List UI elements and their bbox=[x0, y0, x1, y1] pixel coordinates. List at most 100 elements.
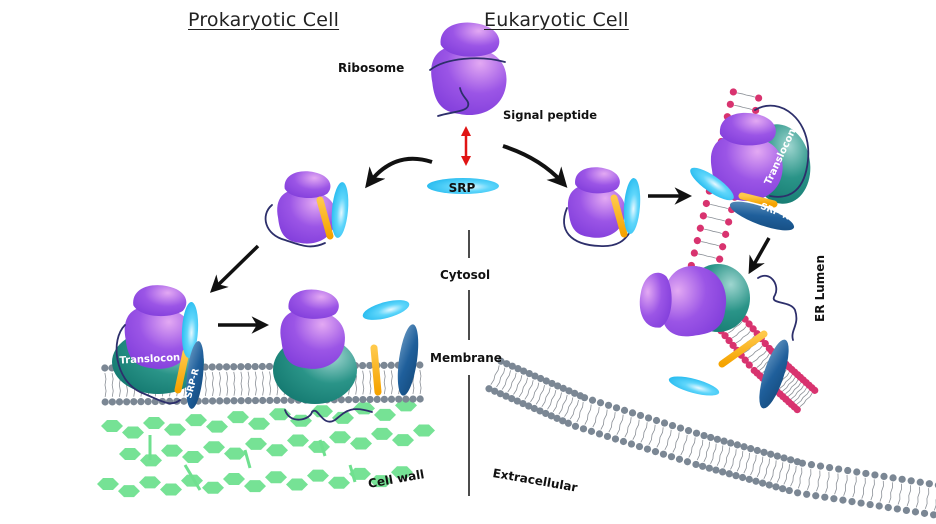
lipid-head bbox=[595, 430, 604, 438]
lipid-head bbox=[740, 443, 748, 451]
arrow-to-prokaryotic bbox=[365, 156, 433, 189]
lipid-tail bbox=[737, 92, 755, 98]
signal-peptide bbox=[174, 348, 190, 394]
lipid-head bbox=[780, 454, 788, 462]
sugar-unit bbox=[245, 437, 267, 450]
srp-particle bbox=[668, 376, 720, 396]
lipid-tail bbox=[770, 460, 777, 481]
peptidoglycan-strand bbox=[119, 424, 435, 467]
lipid-tail bbox=[707, 216, 725, 222]
lipid-head bbox=[884, 503, 892, 512]
lipid-head bbox=[230, 363, 238, 371]
lipid-tail bbox=[362, 370, 365, 395]
lipid-head bbox=[853, 468, 861, 476]
lipid-head bbox=[652, 416, 661, 425]
lipid-head bbox=[719, 243, 727, 251]
srp-receptor bbox=[186, 341, 204, 409]
lipid-tail bbox=[419, 370, 422, 394]
lipid-head bbox=[387, 361, 395, 369]
polypeptide-chain bbox=[754, 104, 810, 198]
lipid-head bbox=[402, 395, 410, 403]
sugar-unit bbox=[332, 411, 354, 424]
lipid-tail bbox=[219, 371, 222, 396]
sugar-unit bbox=[101, 420, 123, 432]
lipid-head bbox=[611, 435, 620, 443]
lipid-tail bbox=[704, 228, 722, 234]
lipid-head bbox=[564, 419, 572, 427]
lipid-head bbox=[395, 395, 403, 403]
peptide-crosslink bbox=[348, 464, 357, 483]
lipid-tail bbox=[696, 439, 704, 461]
lipid-head bbox=[866, 500, 874, 509]
lipid-head bbox=[571, 389, 579, 397]
lipid-tail bbox=[750, 454, 757, 476]
sugar-unit bbox=[328, 476, 350, 489]
lipid-head bbox=[513, 397, 521, 405]
lipid-head bbox=[612, 404, 621, 412]
lipid-tail bbox=[552, 392, 562, 412]
lipid-head bbox=[273, 396, 281, 404]
lipid-tail bbox=[535, 385, 545, 405]
lipid-head bbox=[497, 357, 505, 365]
lipid-head bbox=[755, 94, 763, 102]
translocon-label-prokaryotic: Translocon bbox=[119, 352, 180, 366]
lipid-head bbox=[811, 386, 819, 394]
signal-peptide bbox=[316, 196, 334, 240]
lipid-head bbox=[244, 363, 252, 371]
prokaryotic-srp-bound-ribosome bbox=[264, 171, 349, 248]
lipid-head bbox=[373, 395, 381, 404]
sugar-unit bbox=[119, 448, 141, 460]
lipid-tail bbox=[513, 375, 523, 395]
lipid-tail bbox=[269, 371, 272, 396]
lipid-tail bbox=[897, 483, 902, 505]
lipid-head bbox=[208, 363, 216, 371]
lipid-head bbox=[693, 237, 701, 245]
ribosome-large-subunit bbox=[280, 309, 346, 369]
lipid-tail bbox=[723, 447, 730, 468]
signal-peptide bbox=[370, 344, 382, 396]
lipid-head bbox=[725, 336, 733, 345]
lipid-head bbox=[580, 394, 589, 402]
eukaryotic-er-docking-complex bbox=[690, 104, 811, 231]
lipid-head bbox=[280, 396, 288, 404]
lipid-head bbox=[596, 399, 605, 407]
lipid-head bbox=[668, 421, 677, 430]
lipid-head bbox=[559, 417, 567, 425]
lipid-head bbox=[871, 471, 879, 479]
ribosome-small-subunit bbox=[639, 272, 672, 328]
lipid-head bbox=[720, 437, 728, 445]
lipid-tail bbox=[600, 409, 608, 430]
lipid-head bbox=[816, 462, 825, 470]
polypeptide-chain bbox=[115, 324, 181, 405]
lipid-head bbox=[644, 414, 653, 422]
lipid-tail bbox=[111, 372, 114, 397]
lipid-head bbox=[812, 492, 820, 500]
lipid-head bbox=[699, 462, 707, 470]
lipid-head bbox=[889, 474, 897, 482]
lipid-head bbox=[251, 362, 259, 371]
lipid-head bbox=[807, 461, 816, 469]
cytosol-label: Cytosol bbox=[440, 268, 491, 282]
lipid-head bbox=[773, 452, 781, 460]
srp-label: SRP bbox=[449, 181, 476, 195]
lipid-tail bbox=[569, 399, 579, 420]
lipid-head bbox=[223, 397, 231, 405]
lipid-head bbox=[244, 397, 252, 405]
lipid-head bbox=[726, 100, 734, 108]
srp-particle bbox=[690, 167, 734, 201]
polypeptide-chain bbox=[264, 204, 326, 248]
lipid-tail bbox=[632, 419, 640, 440]
ribosome-small-subunit bbox=[719, 112, 776, 146]
lipid-head bbox=[727, 439, 735, 447]
lipid-head bbox=[542, 409, 550, 418]
lipid-head bbox=[208, 397, 217, 405]
lipid-head bbox=[180, 397, 188, 405]
lipid-head bbox=[201, 397, 209, 405]
lipid-head bbox=[916, 478, 924, 486]
lipid-head bbox=[772, 483, 780, 491]
sugar-unit bbox=[308, 440, 330, 453]
lipid-head bbox=[660, 419, 669, 427]
sugar-unit bbox=[265, 471, 287, 484]
sugar-unit bbox=[185, 414, 207, 427]
lipid-head bbox=[144, 397, 152, 406]
